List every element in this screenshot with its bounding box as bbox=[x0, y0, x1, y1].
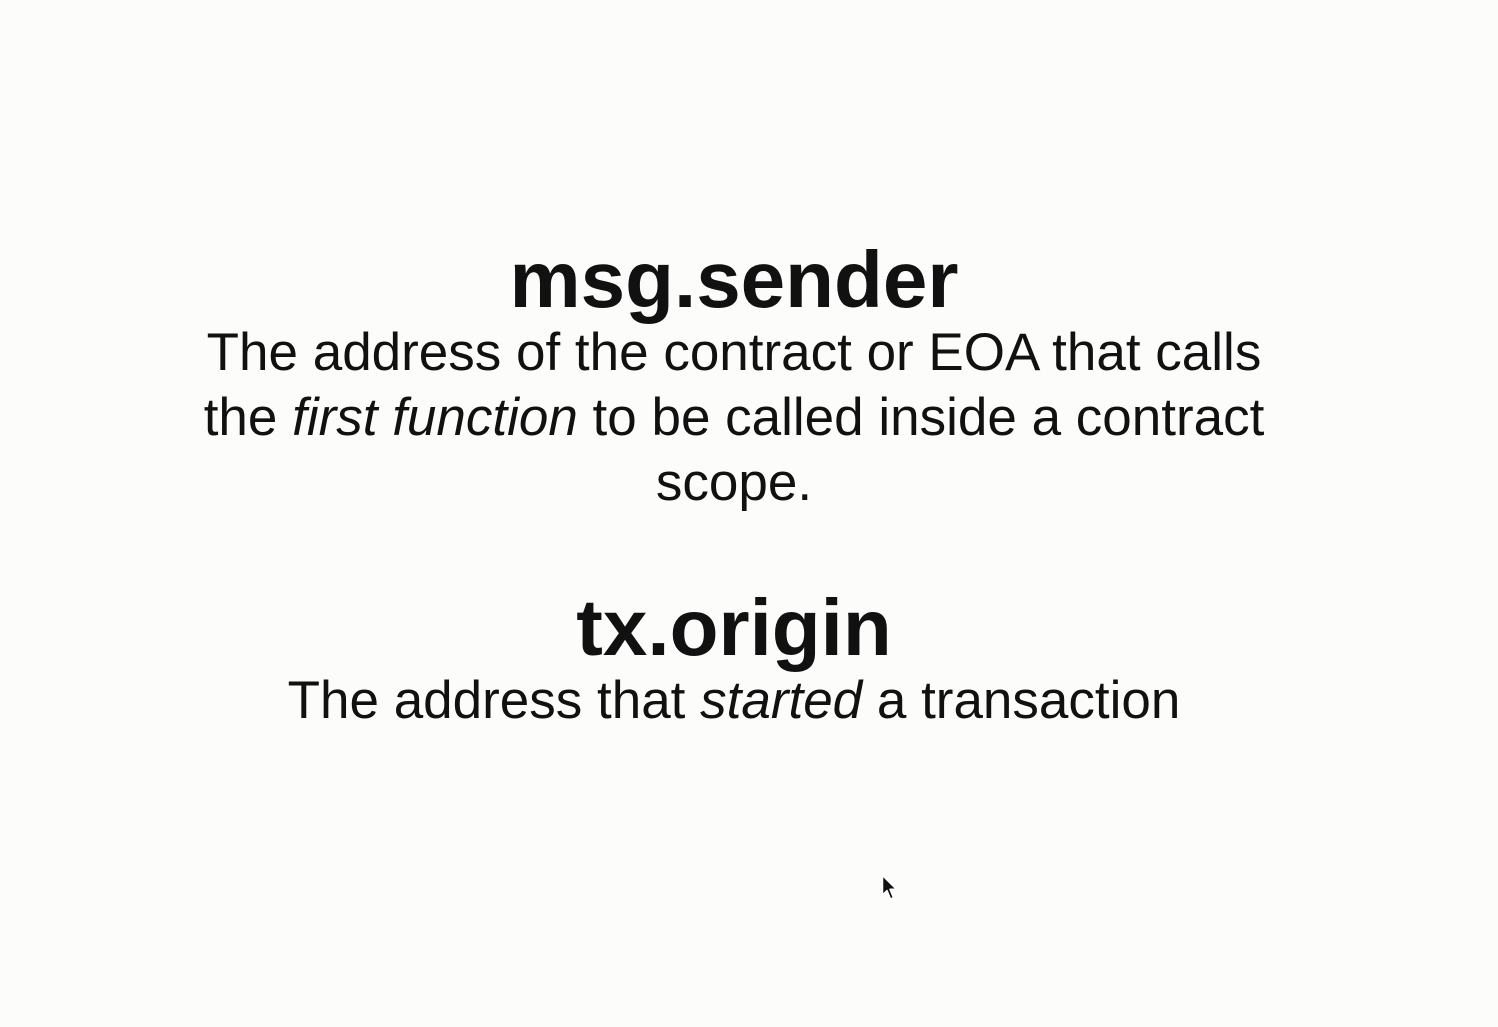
tx-origin-section: tx.origin The address that started a tra… bbox=[0, 582, 1468, 733]
tx-origin-term: tx.origin bbox=[576, 583, 892, 672]
msg-sender-description: The address of the contract or EOA that … bbox=[0, 320, 1468, 515]
msg-sender-section: msg.sender The address of the contract o… bbox=[0, 234, 1468, 515]
tx-origin-description-emphasis: started bbox=[700, 671, 863, 730]
msg-sender-description-line-2-after: to be called inside a contract bbox=[577, 388, 1265, 447]
msg-sender-description-line-2-before: the bbox=[203, 388, 293, 447]
tx-origin-description-before: The address that bbox=[287, 671, 701, 730]
msg-sender-term: msg.sender bbox=[509, 235, 959, 324]
tx-origin-description-after: a transaction bbox=[862, 671, 1181, 730]
mouse-pointer-icon bbox=[881, 874, 898, 900]
tx-origin-description: The address that started a transaction bbox=[0, 668, 1468, 733]
msg-sender-description-emphasis: first function bbox=[292, 388, 578, 447]
msg-sender-description-line-3: scope. bbox=[655, 453, 813, 512]
msg-sender-description-line-1: The address of the contract or EOA that … bbox=[206, 323, 1262, 382]
